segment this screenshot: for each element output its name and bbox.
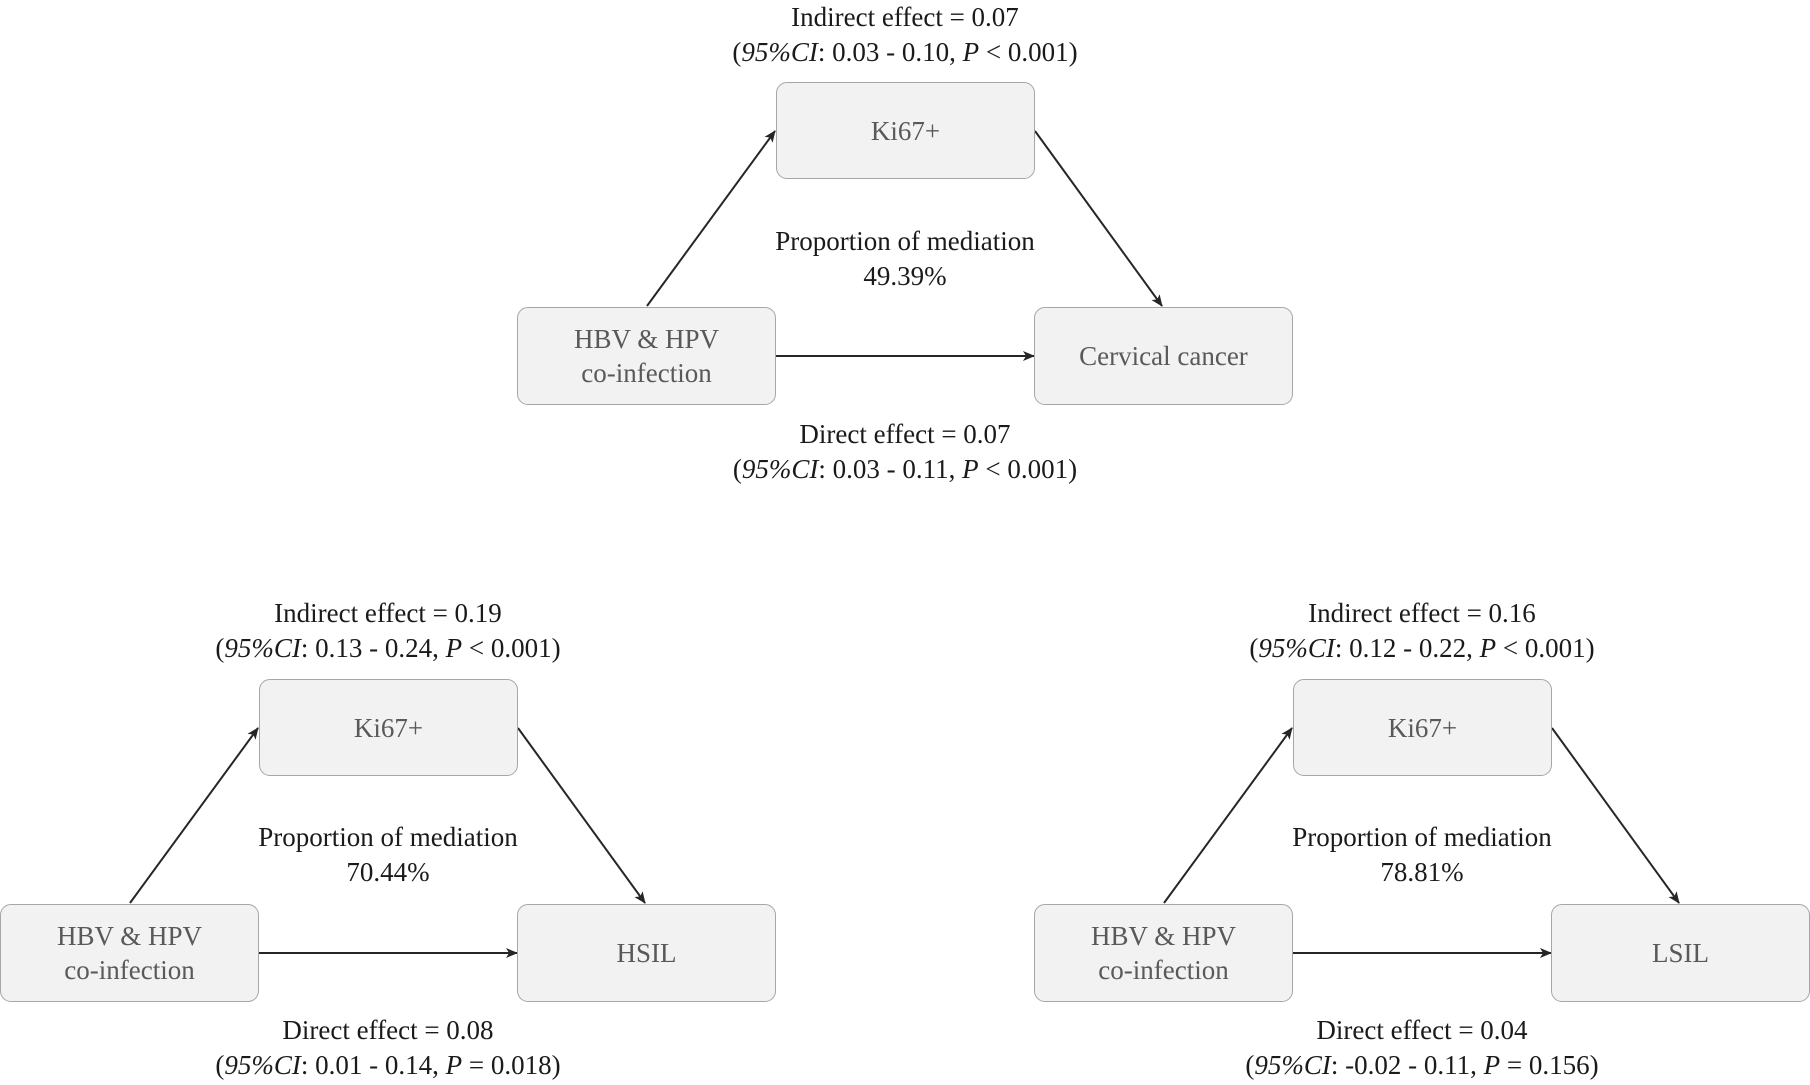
exposure-label-line1: HBV & HPV xyxy=(56,921,203,951)
mediation-proportion-value: 49.39% xyxy=(863,261,947,291)
mediation-proportion-value: 78.81% xyxy=(1380,857,1464,887)
mediator-label: Ki67+ xyxy=(870,115,941,146)
direct-effect-ci: (95%CI: 0.03 - 0.11, P < 0.001) xyxy=(732,454,1078,484)
mediator-box: Ki67+ xyxy=(259,679,518,776)
indirect-effect-title: Indirect effect = 0.19 xyxy=(274,598,502,628)
arrow-mediator-to-outcome xyxy=(517,727,646,904)
arrow-exposure-to-mediator xyxy=(646,130,776,307)
exposure-label-line1: HBV & HPV xyxy=(1090,921,1237,951)
direct-effect-title: Direct effect = 0.08 xyxy=(282,1015,494,1045)
direct-effect-ci: (95%CI: -0.02 - 0.11, P = 0.156) xyxy=(1245,1050,1599,1080)
arrow-mediator-to-outcome xyxy=(1551,727,1680,904)
mediator-box: Ki67+ xyxy=(1293,679,1552,776)
outcome-label: LSIL xyxy=(1652,938,1709,968)
arrow-exposure-to-mediator xyxy=(129,727,259,904)
mediation-proportion-title: Proportion of mediation xyxy=(775,226,1035,256)
indirect-effect-label: Indirect effect = 0.16 (95%CI: 0.12 - 0.… xyxy=(1172,596,1672,666)
exposure-box: HBV & HPV co-infection xyxy=(0,904,259,1002)
exposure-label: HBV & HPV co-infection xyxy=(57,919,202,987)
direct-effect-label: Direct effect = 0.04 (95%CI: -0.02 - 0.1… xyxy=(1172,1013,1672,1083)
indirect-effect-title: Indirect effect = 0.07 xyxy=(791,2,1019,32)
direct-effect-label: Direct effect = 0.08 (95%CI: 0.01 - 0.14… xyxy=(138,1013,638,1083)
indirect-effect-ci: (95%CI: 0.03 - 0.10, P < 0.001) xyxy=(732,37,1078,67)
mediator-box: Ki67+ xyxy=(776,82,1035,179)
direct-effect-title: Direct effect = 0.04 xyxy=(1316,1015,1528,1045)
direct-effect-title: Direct effect = 0.07 xyxy=(799,419,1011,449)
exposure-box: HBV & HPV co-infection xyxy=(517,307,776,405)
exposure-label-line2: co-infection xyxy=(581,358,712,388)
exposure-label: HBV & HPV co-infection xyxy=(574,322,719,390)
mediation-proportion-label: Proportion of mediation 78.81% xyxy=(1172,820,1672,890)
exposure-label: HBV & HPV co-infection xyxy=(1091,919,1236,987)
indirect-effect-label: Indirect effect = 0.07 (95%CI: 0.03 - 0.… xyxy=(655,0,1155,70)
outcome-box: Cervical cancer xyxy=(1034,307,1293,405)
exposure-label-line2: co-infection xyxy=(64,955,195,985)
mediation-proportion-title: Proportion of mediation xyxy=(1292,822,1552,852)
mediator-label: Ki67+ xyxy=(353,712,424,743)
indirect-effect-label: Indirect effect = 0.19 (95%CI: 0.13 - 0.… xyxy=(138,596,638,666)
exposure-label-line1: HBV & HPV xyxy=(573,324,720,354)
outcome-label: Cervical cancer xyxy=(1079,341,1248,371)
outcome-label: HSIL xyxy=(616,938,677,968)
outcome-box: HSIL xyxy=(517,904,776,1002)
arrow-exposure-to-mediator xyxy=(1163,727,1293,904)
exposure-label-line2: co-infection xyxy=(1098,955,1229,985)
indirect-effect-title: Indirect effect = 0.16 xyxy=(1308,598,1536,628)
outcome-box: LSIL xyxy=(1551,904,1810,1002)
mediation-proportion-value: 70.44% xyxy=(346,857,430,887)
mediation-proportion-label: Proportion of mediation 70.44% xyxy=(138,820,638,890)
indirect-effect-ci: (95%CI: 0.12 - 0.22, P < 0.001) xyxy=(1249,633,1595,663)
mediation-proportion-title: Proportion of mediation xyxy=(258,822,518,852)
mediator-label: Ki67+ xyxy=(1387,712,1458,743)
indirect-effect-ci: (95%CI: 0.13 - 0.24, P < 0.001) xyxy=(215,633,561,663)
arrow-mediator-to-outcome xyxy=(1034,130,1163,307)
direct-effect-label: Direct effect = 0.07 (95%CI: 0.03 - 0.11… xyxy=(655,417,1155,487)
mediation-proportion-label: Proportion of mediation 49.39% xyxy=(655,224,1155,294)
exposure-box: HBV & HPV co-infection xyxy=(1034,904,1293,1002)
direct-effect-ci: (95%CI: 0.01 - 0.14, P = 0.018) xyxy=(215,1050,561,1080)
